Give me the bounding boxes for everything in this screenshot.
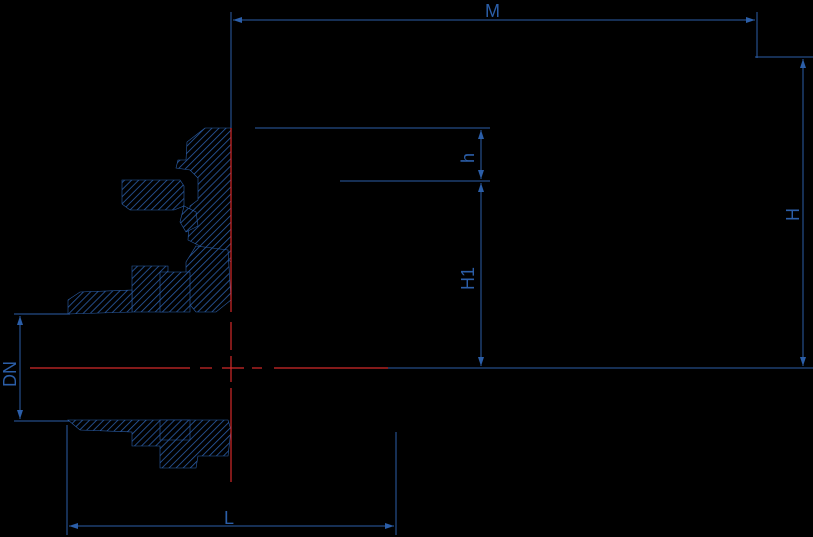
label-h1: H1 <box>458 267 478 290</box>
label-dn: DN <box>0 361 20 387</box>
dimension-h: H <box>755 56 813 366</box>
dimension-h1: H1 <box>458 183 484 366</box>
dimension-small-h: h <box>255 127 490 182</box>
label-h-upper: H <box>783 208 803 221</box>
dimension-dn: DN <box>0 313 70 422</box>
label-m: M <box>485 1 500 21</box>
label-h-lower: h <box>458 153 478 163</box>
label-l: L <box>224 508 234 528</box>
valve-body-section <box>67 127 232 469</box>
dimension-m: M <box>230 1 758 130</box>
centerlines <box>30 128 388 482</box>
dimension-l: L <box>66 425 397 535</box>
